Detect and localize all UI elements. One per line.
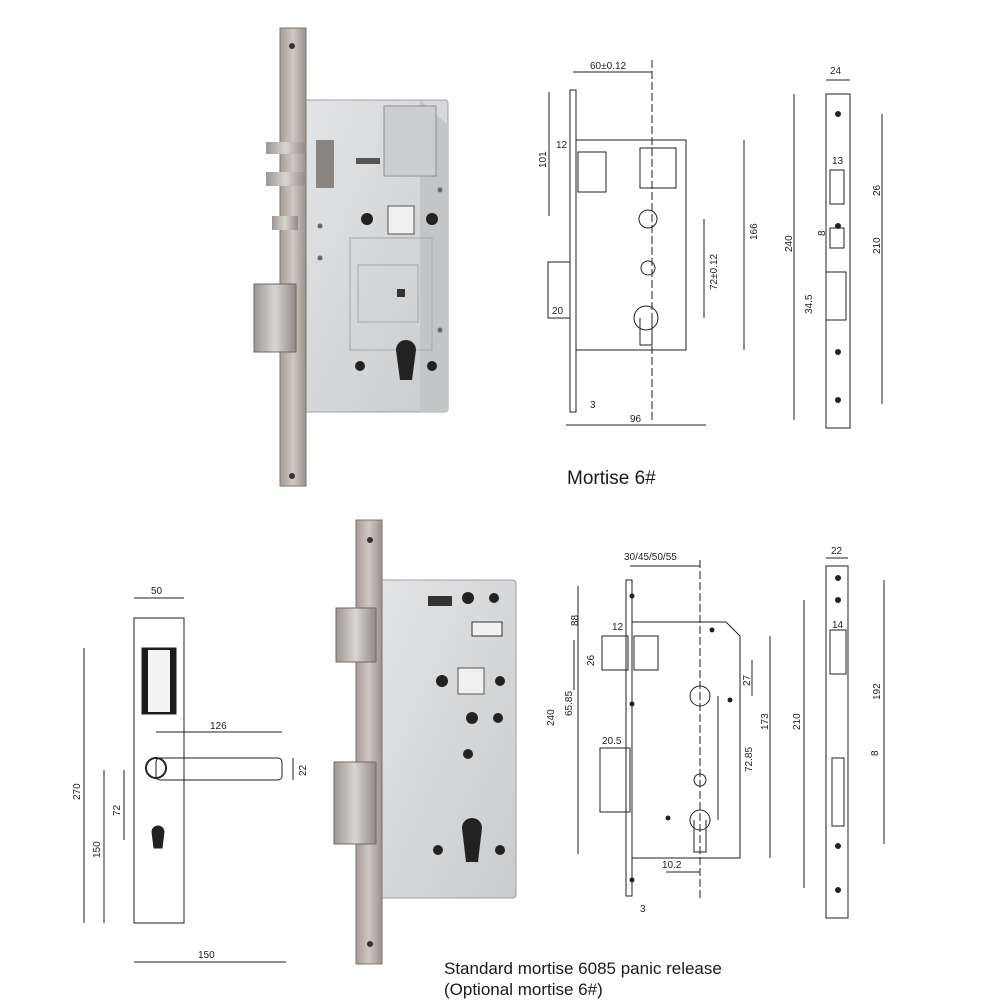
dim-240: 240 xyxy=(784,235,795,252)
top-deadbolt xyxy=(266,142,306,154)
dim-34-5: 34.5 xyxy=(804,294,815,314)
bottom-side-dims: 22 14 192 210 8 xyxy=(792,546,883,893)
top-latch xyxy=(253,283,297,353)
bottom-cylinder-hole xyxy=(462,818,482,862)
dim-240b: 240 xyxy=(546,709,557,726)
dim-72-85: 72.85 xyxy=(744,747,755,772)
handle-drawing xyxy=(83,597,294,963)
bottom-latch xyxy=(335,607,377,663)
top-cylinder-hole xyxy=(396,340,416,380)
dim-72h: 72 xyxy=(112,804,123,816)
dim-65-85: 65.85 xyxy=(564,691,575,716)
dim-26b: 26 xyxy=(586,654,597,666)
dim-192: 192 xyxy=(872,683,883,700)
dim-60: 60±0.12 xyxy=(590,61,627,72)
dim-12b: 12 xyxy=(612,622,624,633)
dim-20: 20 xyxy=(552,306,564,317)
caption-top: Mortise 6# xyxy=(567,468,656,489)
dim-126: 126 xyxy=(210,721,227,732)
dim-88: 88 xyxy=(570,614,581,626)
dim-150h: 150 xyxy=(198,950,215,961)
dim-22b: 22 xyxy=(831,546,843,557)
top-faceplate xyxy=(279,27,307,487)
dim-8: 8 xyxy=(817,230,828,236)
bottom-deadbolt xyxy=(333,761,377,845)
dim-24: 24 xyxy=(830,66,842,77)
dim-50: 50 xyxy=(151,586,163,597)
bottom-mortise-photo xyxy=(333,519,517,965)
dim-22: 22 xyxy=(298,764,309,776)
dim-10-2: 10.2 xyxy=(662,860,682,871)
dim-26: 26 xyxy=(872,184,883,196)
dim-150v: 150 xyxy=(92,841,103,858)
dim-backsets: 30/45/50/55 xyxy=(624,552,677,563)
dim-101: 101 xyxy=(538,151,549,168)
top-front-drawing xyxy=(547,60,745,426)
caption-bottom-line1: Standard mortise 6085 panic release xyxy=(444,959,722,978)
dim-12: 12 xyxy=(556,140,568,151)
caption-bottom: Standard mortise 6085 panic release (Opt… xyxy=(444,958,722,1000)
dim-3b: 3 xyxy=(640,904,646,915)
dim-14: 14 xyxy=(832,620,844,631)
dim-72: 72±0.12 xyxy=(709,253,720,290)
dim-20-5: 20.5 xyxy=(602,736,622,747)
top-side-dims: 24 13 26 8 240 210 34.5 xyxy=(784,66,883,403)
dim-96: 96 xyxy=(630,414,642,425)
dim-3: 3 xyxy=(590,400,596,411)
caption-bottom-line2: (Optional mortise 6#) xyxy=(444,980,603,999)
top-front-dims: 60±0.12 101 12 166 72±0.12 20 3 96 xyxy=(538,61,760,425)
dim-27: 27 xyxy=(742,674,753,686)
dim-173: 173 xyxy=(760,713,771,730)
dim-210b: 210 xyxy=(792,713,803,730)
dim-270: 270 xyxy=(72,783,83,800)
dim-210: 210 xyxy=(872,237,883,254)
dim-8b: 8 xyxy=(870,750,881,756)
dim-13: 13 xyxy=(832,156,844,167)
bottom-front-drawing xyxy=(573,560,771,900)
bottom-faceplate xyxy=(355,519,383,965)
handle-dims: 50 126 22 270 150 72 150 xyxy=(72,586,309,961)
top-side-drawing xyxy=(793,79,883,429)
top-mortise-photo xyxy=(253,27,449,487)
bottom-front-dims: 30/45/50/55 88 12 26 65.85 240 27 173 20… xyxy=(546,552,771,915)
dim-166: 166 xyxy=(749,223,760,240)
bottom-side-drawing xyxy=(803,557,885,919)
